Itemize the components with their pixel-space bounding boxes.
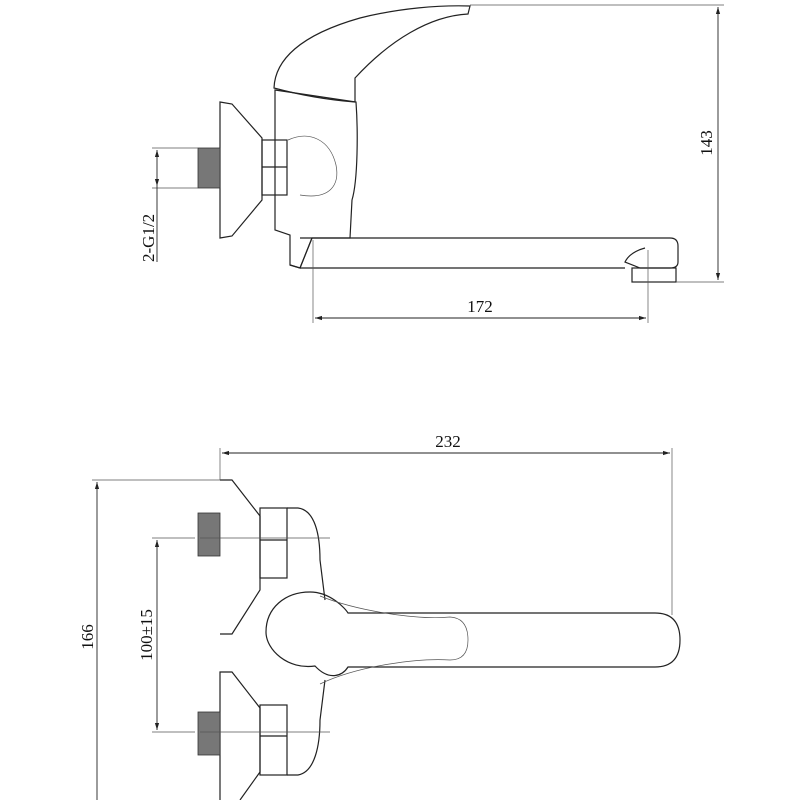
flange-top [220,479,261,635]
body-outline [287,507,326,776]
dimension-total-height: 166 [78,479,220,800]
inlet-spacing-label: 100±15 [137,609,156,661]
spout-reach-label: 172 [467,297,493,316]
wall-flange [219,101,263,239]
total-width-label: 232 [435,432,461,451]
flange-bottom [219,671,261,800]
dimension-height: 143 [470,4,724,283]
front-view: 232 166 100±15 [78,432,681,800]
dimension-thread: 2-G1/2 [139,147,198,262]
inlet-thread-top [197,512,221,557]
lever-handle-front [265,591,681,677]
dimension-spout-reach: 172 [312,240,649,323]
aerator [631,267,677,283]
thread-size-label: 2-G1/2 [139,214,158,262]
lever-grip [319,595,469,685]
spout [289,237,679,269]
hex-nut-bottom [259,704,288,776]
side-view: 2-G1/2 143 172 [139,4,724,323]
dimension-total-width: 232 [219,432,673,615]
body-window [287,135,338,197]
hex-nut-top [259,507,288,579]
inlet-thread [197,147,221,189]
dimension-inlet-spacing: 100±15 [137,537,330,733]
total-height-label: 166 [78,624,97,650]
height-label: 143 [697,130,716,156]
lever-handle [273,5,471,103]
inlet-thread-bottom [197,711,221,756]
